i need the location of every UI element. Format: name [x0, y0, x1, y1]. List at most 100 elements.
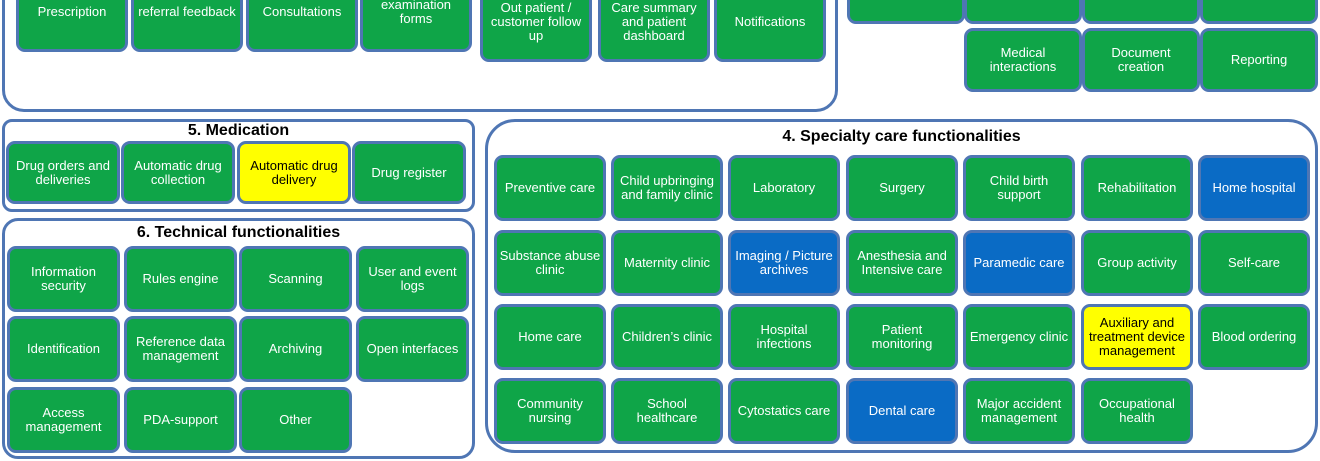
tile-automatic-drug-delivery: Automatic drug delivery	[237, 141, 351, 204]
tile-automatic-drug-collection: Automatic drug collection	[121, 141, 235, 204]
tile-label: Auxiliary and treatment device managemen…	[1088, 315, 1186, 358]
tile-label: Surgery	[879, 180, 925, 195]
tile-label: Hospital infections	[756, 322, 812, 351]
tile-label: Group activity	[1097, 255, 1177, 270]
tile-label: Rules engine	[142, 271, 219, 286]
tile-label: Dental care	[868, 403, 936, 418]
tile-label: Home care	[518, 329, 582, 344]
tile-label: Self-care	[1227, 255, 1281, 270]
tile-other: Other	[239, 387, 352, 453]
tile-label: Out patient / customer follow up	[490, 0, 582, 43]
tile-surgery: Surgery	[846, 155, 958, 221]
tile-open-interfaces: Open interfaces	[356, 316, 469, 382]
tile-home-hospital: Home hospital	[1198, 155, 1310, 221]
tile-label: Anesthesia and Intensive care	[857, 248, 947, 277]
tile-auxiliary-and-treatment-device-management: Auxiliary and treatment device managemen…	[1081, 304, 1193, 370]
tile-school-healthcare: School healthcare	[611, 378, 723, 444]
tile-label: Open interfaces	[366, 341, 459, 356]
tile-label: Document creation	[1111, 45, 1171, 74]
technical-title: 6. Technical functionalities	[136, 224, 341, 241]
tile-drug-register: Drug register	[352, 141, 466, 204]
tile-label: Scanning	[268, 271, 323, 286]
tile-patient-monitoring: Patient monitoring	[846, 304, 958, 370]
tile-identification: Identification	[7, 316, 120, 382]
tile-community-nursing: Community nursing	[494, 378, 606, 444]
tile-label: Home hospital	[1212, 180, 1296, 195]
tile-label: Child upbringing and family clinic	[620, 173, 714, 202]
tile-label: PDA-support	[143, 412, 218, 427]
tile-label: Laboratory	[752, 180, 816, 195]
tile-referral-feedback: referral feedback	[131, 0, 243, 52]
tile-label: Paramedic care	[973, 255, 1065, 270]
medication-title: 5. Medication	[187, 122, 290, 139]
tile-label: Major accident management	[976, 396, 1062, 425]
tile-label: Occupational health	[1099, 396, 1175, 425]
tile-label: Identification	[27, 341, 100, 356]
tile-label: Community nursing	[517, 396, 583, 425]
tile-label: Emergency clinic	[969, 329, 1069, 344]
tile-label: Prescription	[37, 4, 107, 19]
tile-label: School healthcare	[636, 396, 698, 425]
tile-child-upbringing-and-family-clinic: Child upbringing and family clinic	[611, 155, 723, 221]
tile-reporting: Reporting	[1200, 28, 1318, 92]
tile-label: Automatic drug delivery	[250, 157, 338, 187]
tile-label: Care summary and patient dashboard	[611, 0, 697, 43]
specialty-title: 4. Specialty care functionalities	[782, 128, 1021, 145]
tile-group-activity: Group activity	[1081, 230, 1193, 296]
tile-out-patient-customer-follow-up: Out patient / customer follow up	[480, 0, 592, 62]
tile-label: Patient monitoring	[871, 322, 933, 351]
tile-label: examination forms	[380, 0, 452, 26]
tile-desktop: desktop	[1082, 0, 1200, 24]
tile-paramedic-care: Paramedic care	[963, 230, 1075, 296]
tile-reference-data-management: Reference data management	[124, 316, 237, 382]
tile-child-birth-support: Child birth support	[963, 155, 1075, 221]
tile-scanning: Scanning	[239, 246, 352, 312]
tile-label: Consultations	[262, 4, 342, 19]
tile-blank	[847, 0, 965, 24]
tile-prescription: Prescription	[16, 0, 128, 52]
tile-blank	[1200, 0, 1318, 24]
tile-anesthesia-and-intensive-care: Anesthesia and Intensive care	[846, 230, 958, 296]
tile-maternity-clinic: Maternity clinic	[611, 230, 723, 296]
tile-label: Child birth support	[989, 173, 1049, 202]
tile-label: Archiving	[268, 341, 323, 356]
tile-pda-support: PDA-support	[124, 387, 237, 453]
tile-label: Cytostatics care	[737, 403, 831, 418]
tile-archiving: Archiving	[239, 316, 352, 382]
tile-emergency-clinic: Emergency clinic	[963, 304, 1075, 370]
tile-major-accident-management: Major accident management	[963, 378, 1075, 444]
tile-laboratory: Laboratory	[728, 155, 840, 221]
tile-blood-ordering: Blood ordering	[1198, 304, 1310, 370]
tile-label: Substance abuse clinic	[499, 248, 601, 277]
tile-occupational-health: Occupational health	[1081, 378, 1193, 444]
tile-label: referral feedback	[138, 4, 236, 19]
tile-label: Preventive care	[504, 180, 596, 195]
tile-care-summary-and-patient-dashboard: Care summary and patient dashboard	[598, 0, 710, 62]
tile-self-care: Self-care	[1198, 230, 1310, 296]
tile-services: services	[964, 0, 1082, 24]
tile-label: Drug register	[371, 164, 447, 180]
tile-notifications: Notifications	[714, 0, 826, 62]
tile-medical-interactions: Medical interactions	[964, 28, 1082, 92]
tile-access-management: Access management	[7, 387, 120, 453]
tile-label: Drug orders and deliveries	[16, 157, 110, 187]
tile-dental-care: Dental care	[846, 378, 958, 444]
tile-label: Access management	[25, 405, 102, 434]
tile-label: Imaging / Picture archives	[735, 248, 833, 277]
tile-user-and-event-logs: User and event logs	[356, 246, 469, 312]
tile-label: Medical interactions	[989, 45, 1057, 74]
tile-label: Other	[279, 412, 312, 427]
tile-preventive-care: Preventive care	[494, 155, 606, 221]
tile-imaging-picture-archives: Imaging / Picture archives	[728, 230, 840, 296]
tile-cytostatics-care: Cytostatics care	[728, 378, 840, 444]
tile-drug-orders-and-deliveries: Drug orders and deliveries	[6, 141, 120, 204]
tile-examination-forms: examination forms	[360, 0, 472, 52]
tile-label: Rehabilitation	[1097, 180, 1177, 195]
tile-children-s-clinic: Children’s clinic	[611, 304, 723, 370]
tile-label: Information security	[30, 264, 97, 293]
tile-label: Blood ordering	[1211, 329, 1297, 344]
tile-rehabilitation: Rehabilitation	[1081, 155, 1193, 221]
tile-label: Reporting	[1230, 52, 1288, 67]
tile-label: Automatic drug collection	[134, 157, 222, 187]
tile-home-care: Home care	[494, 304, 606, 370]
